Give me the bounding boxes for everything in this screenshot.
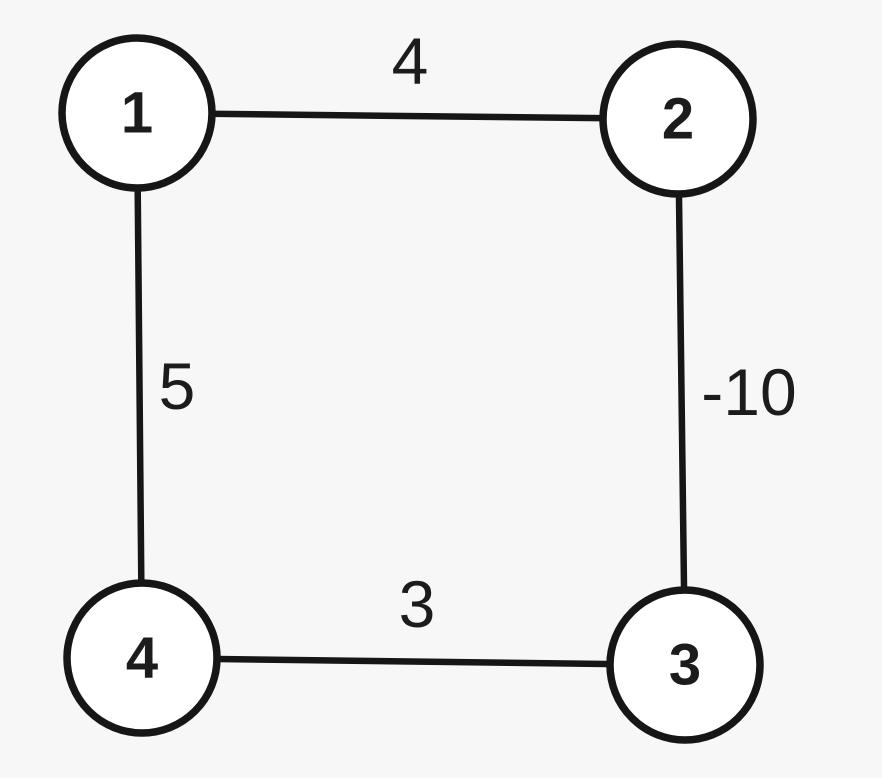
node-4 [63, 579, 221, 737]
edge-weight-1-2: 4 [392, 24, 429, 98]
edge-1-4 [133, 112, 146, 659]
edge-labels-layer: 4 -10 3 5 [159, 24, 797, 641]
edge-weight-2-3: -10 [701, 355, 796, 429]
edge-weight-1-4: 5 [159, 349, 196, 423]
nodes-layer: 1 2 3 4 [58, 34, 764, 744]
edge-4-3 [141, 654, 686, 669]
node-1 [58, 34, 216, 192]
edge-weight-4-3: 3 [399, 567, 436, 641]
edges-layer [133, 109, 689, 669]
node-label-3: 3 [669, 633, 701, 698]
node-label-4: 4 [126, 626, 158, 691]
edge-2-3 [674, 118, 689, 666]
node-3 [606, 586, 764, 744]
node-2 [599, 40, 757, 198]
node-label-1: 1 [121, 81, 153, 146]
node-label-2: 2 [662, 87, 694, 152]
edge-1-2 [136, 109, 679, 123]
